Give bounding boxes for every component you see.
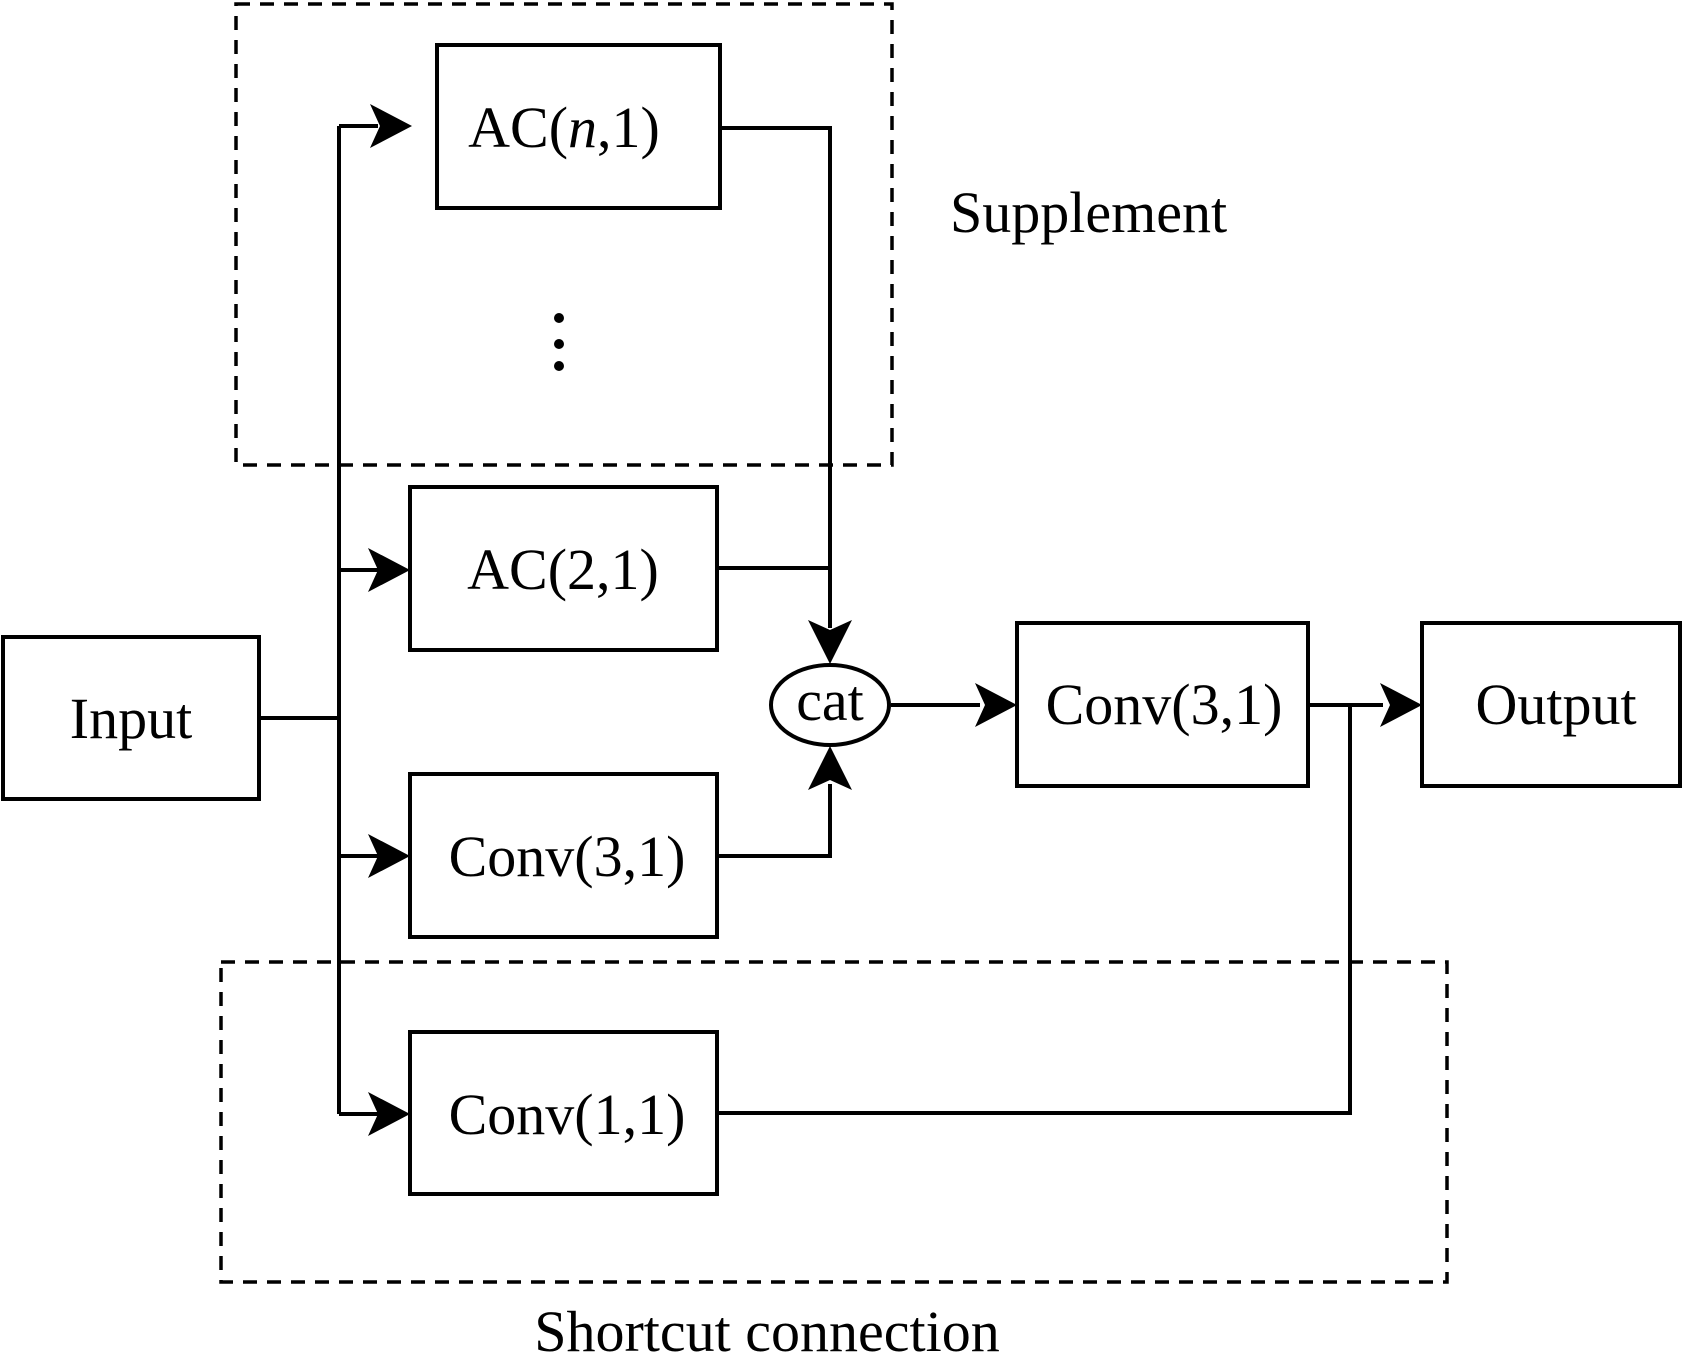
wire-ac-n-to-cat xyxy=(722,126,832,628)
arrowhead-into-cat-top xyxy=(808,620,852,664)
cat-label: cat xyxy=(796,668,864,733)
ac-n-label: AC(n,1) xyxy=(468,95,660,160)
arrowhead-to-ac-2 xyxy=(368,548,410,592)
conv31-branch-label: Conv(3,1) xyxy=(449,824,686,889)
cat-node: cat xyxy=(769,663,891,747)
connectors xyxy=(259,124,1383,1116)
conv11-node: Conv(1,1) xyxy=(408,1030,719,1196)
input-label: Input xyxy=(70,686,192,751)
shortcut-group-border xyxy=(219,960,1449,1284)
arrowhead-to-conv31-main xyxy=(975,683,1017,727)
arrowhead-into-cat-bottom xyxy=(808,746,852,790)
arrowhead-to-conv11 xyxy=(368,1092,410,1136)
shortcut-group-label: Shortcut connection xyxy=(534,1299,1000,1364)
conv31-branch-node: Conv(3,1) xyxy=(408,772,719,939)
output-label: Output xyxy=(1475,672,1636,737)
supplement-group-border xyxy=(234,2,894,467)
conv31-main-label: Conv(3,1) xyxy=(1046,672,1283,737)
arrowhead-to-conv31-branch xyxy=(368,834,410,878)
ac-2-node: AC(2,1) xyxy=(408,485,719,652)
input-node: Input xyxy=(1,635,261,801)
output-node: Output xyxy=(1420,621,1682,788)
ac-n-variable: n xyxy=(568,95,597,160)
conv31-main-node: Conv(3,1) xyxy=(1015,621,1310,788)
ac-n-node: AC(n,1) xyxy=(435,43,722,210)
ellipsis-icon xyxy=(554,313,564,371)
wire-conv31-branch-to-cat xyxy=(719,784,832,858)
supplement-group-label: Supplement xyxy=(950,180,1227,245)
arrowhead-to-ac-n xyxy=(370,104,412,148)
conv11-label: Conv(1,1) xyxy=(449,1082,686,1147)
arrowhead-to-output xyxy=(1380,683,1422,727)
arrowheads xyxy=(368,104,1422,1136)
wire-shortcut xyxy=(719,705,1352,1115)
ac-2-label: AC(2,1) xyxy=(467,537,659,602)
